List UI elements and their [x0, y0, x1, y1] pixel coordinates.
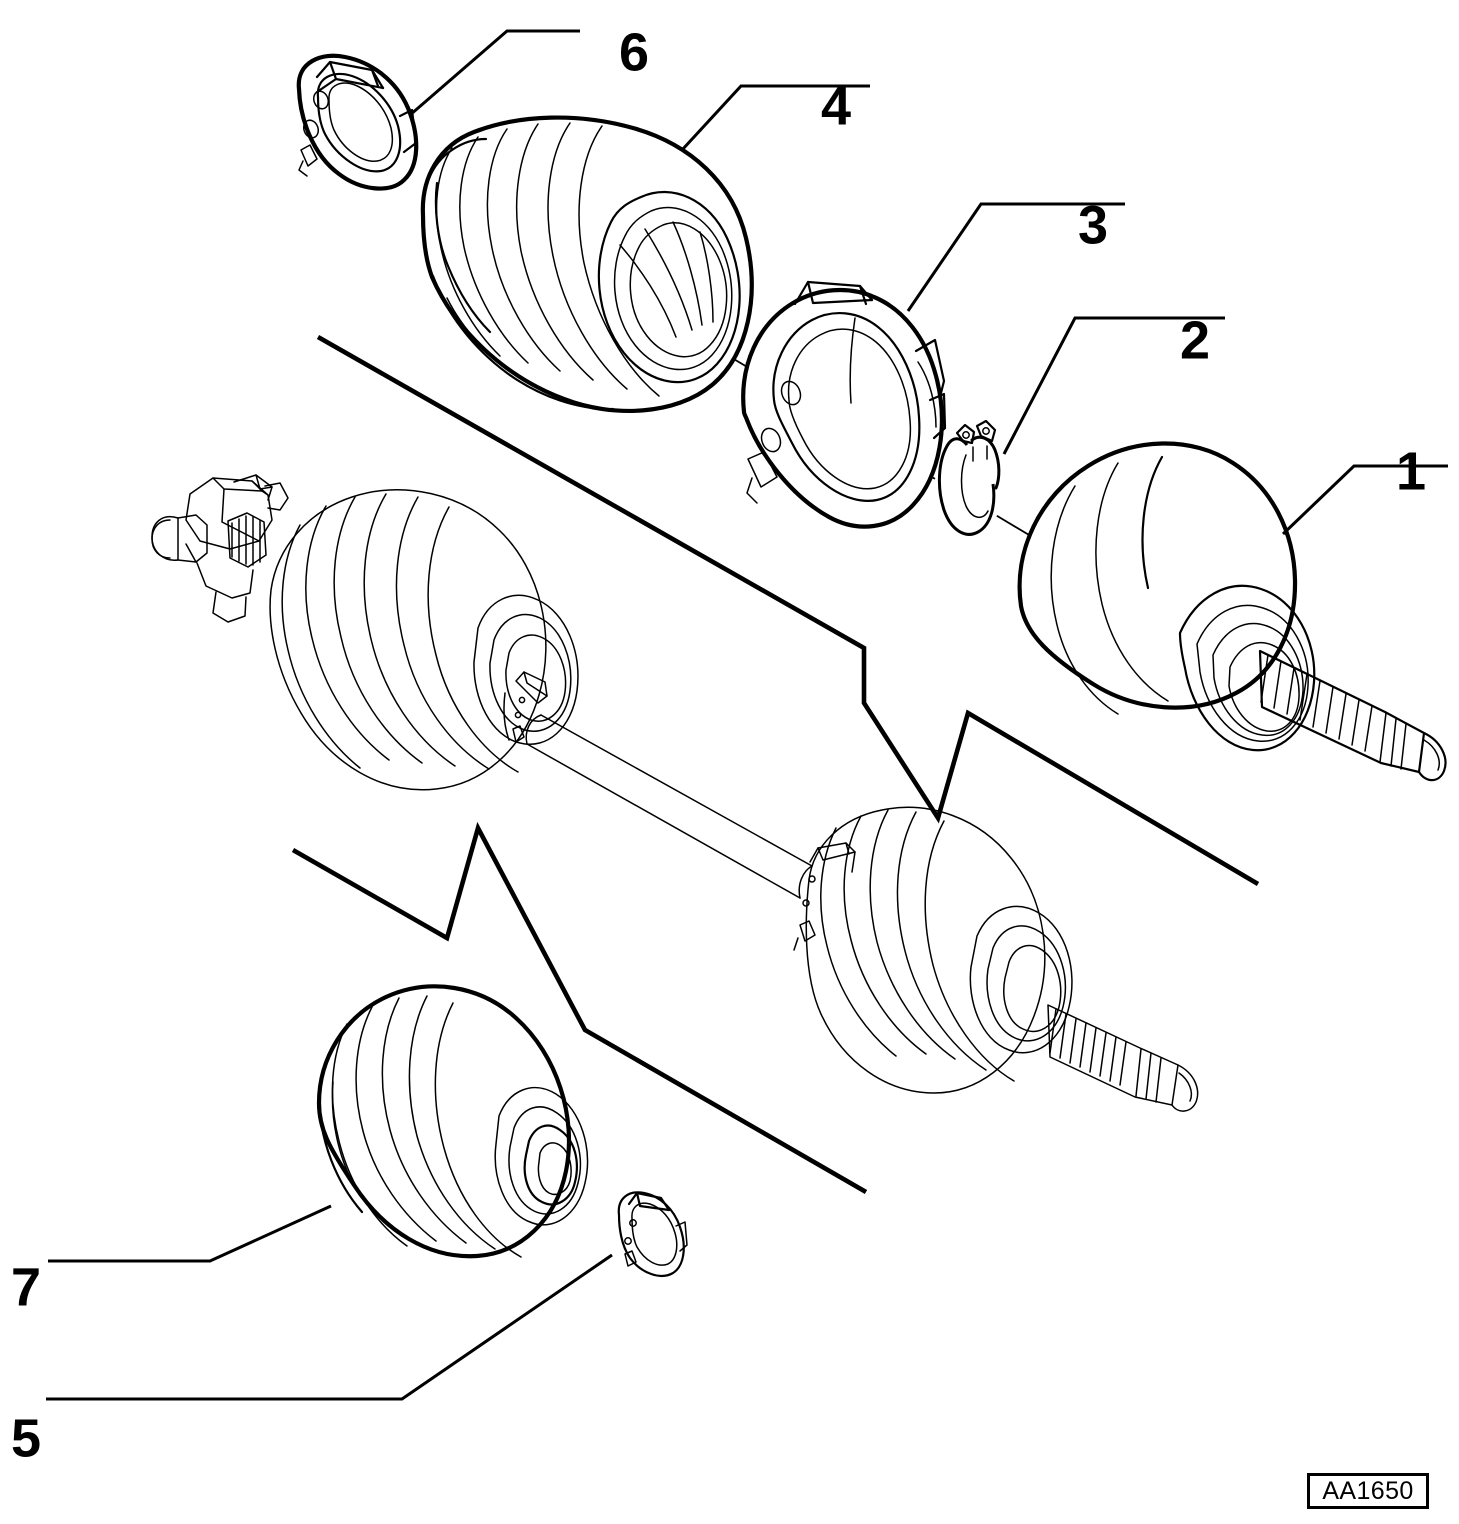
callout-number-5: 5 [11, 1408, 41, 1468]
assembly-inner-boot [269, 489, 579, 791]
leader-line-3 [906, 202, 1125, 312]
leader-line-6 [409, 29, 580, 117]
callout-number-6: 6 [619, 22, 649, 82]
callout-number-labels: 1 2 3 4 5 6 7 [11, 22, 1426, 1468]
callout-number-7: 7 [11, 1257, 41, 1317]
callout-number-2: 2 [1180, 310, 1210, 370]
callout-leaders [46, 29, 1448, 1401]
callout-number-1: 1 [1396, 441, 1426, 501]
part-1-outer-cv-joint [1017, 441, 1447, 782]
leader-line-2 [1002, 316, 1225, 455]
leader-line-4 [680, 84, 870, 152]
part-2-circlip-snap-ring [937, 419, 1001, 536]
assembly-inner-tripod-housing [151, 474, 289, 623]
callout-number-4: 4 [821, 76, 851, 136]
leader-line-7 [48, 1204, 332, 1263]
part-6-clamp-ring-outer [296, 53, 419, 191]
leader-line-1 [1281, 464, 1448, 536]
assembly-bracket-lower [291, 821, 868, 1194]
part-5-small-clamp-ring-inner [617, 1191, 688, 1277]
assembly-complete-drive-shaft [151, 474, 1199, 1112]
reference-code-box: AA1650 [1307, 1473, 1429, 1509]
assembly-shaft-bar [525, 714, 813, 899]
callout-number-3: 3 [1078, 195, 1108, 255]
assembly-outer-boot [793, 806, 1199, 1112]
part-7-inner-cv-boot-bellows [316, 984, 589, 1259]
reference-code-text: AA1650 [1322, 1476, 1414, 1505]
assembly-bracket-upper [316, 335, 1260, 886]
part-4-outer-cv-boot-bellows [420, 115, 754, 413]
leader-line-5 [46, 1253, 613, 1401]
part-3-boot-retaining-clamp-band [741, 280, 947, 529]
